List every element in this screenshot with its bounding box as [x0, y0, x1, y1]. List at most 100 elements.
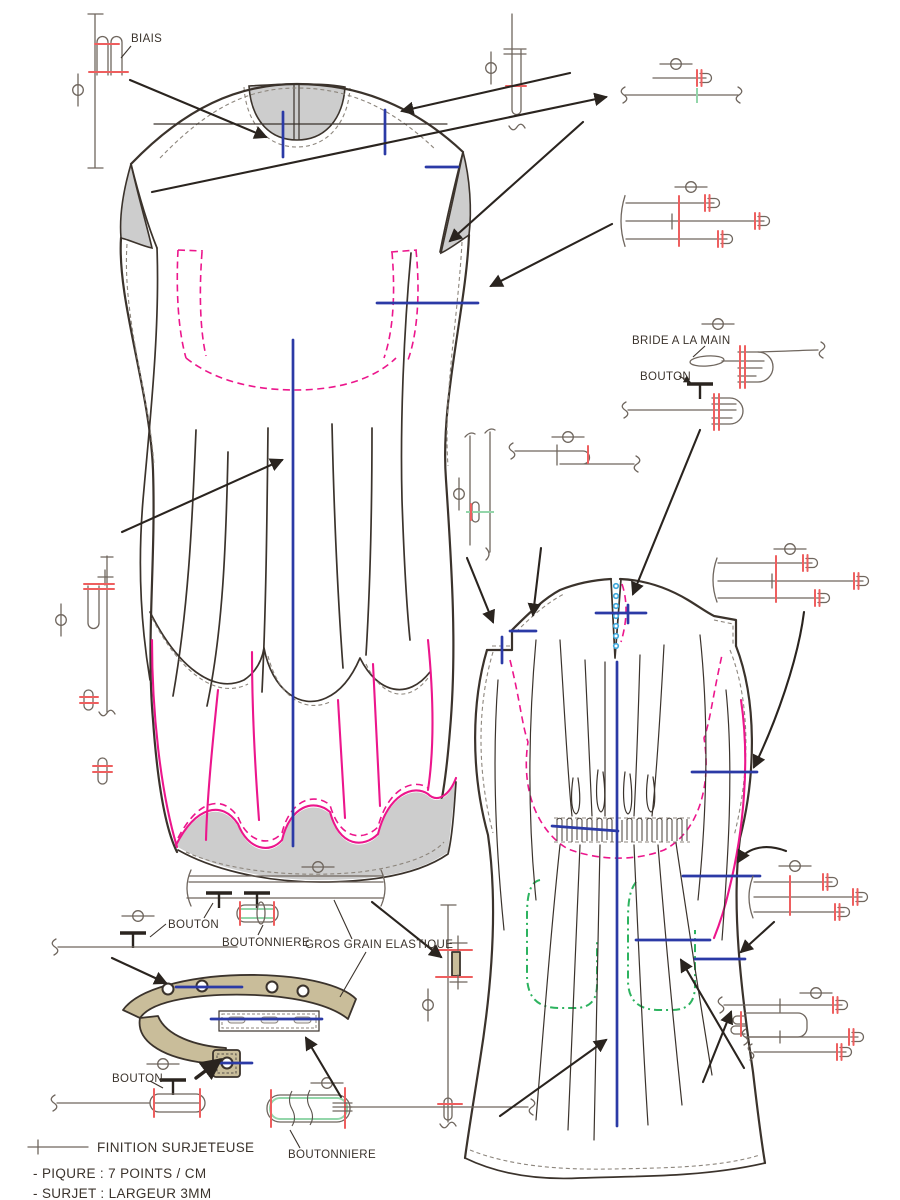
back-side-seam-right	[734, 644, 767, 1165]
tr2-hook-1	[704, 194, 721, 212]
r3-cut-symbol	[773, 543, 807, 555]
bride-thread-loop	[689, 355, 725, 367]
arrow-long-left	[150, 92, 609, 194]
r4-cut-symbol	[778, 860, 812, 872]
back-dress-view	[463, 577, 767, 1180]
label-bouton-belt: BOUTON	[112, 1073, 163, 1085]
r4-hook-3	[834, 903, 851, 921]
midv-cut-symbol	[453, 477, 465, 511]
label-bouton-grosgrain: BOUTON	[168, 919, 219, 931]
callout-arrows	[110, 71, 806, 1118]
back-slit-cyan-dots	[612, 582, 620, 650]
tr2-hook-3	[717, 230, 734, 248]
detail-mid-vertical	[453, 428, 496, 561]
front-notches-blue	[281, 108, 480, 305]
cvl-belt-loop-piece	[451, 951, 461, 977]
belt-keeper-patch-dashed	[221, 1013, 317, 1029]
arrow-to-back-left-corner	[465, 556, 495, 624]
r3-hook-1	[802, 554, 819, 572]
leader-grosgrain-to-belt	[339, 951, 367, 998]
front-neck-center-seam	[293, 84, 300, 140]
front-armhole-right	[439, 151, 464, 253]
top-center-fold	[511, 13, 522, 116]
r3-bracket	[712, 557, 718, 603]
top-center-break	[508, 123, 526, 131]
detail-mid-horizontal	[508, 431, 641, 473]
legend-piqure: - PIQURE : 7 POINTS / CM	[33, 1166, 206, 1181]
biais-guide-line	[87, 13, 104, 169]
front-top-dashed	[159, 87, 437, 159]
front-overlayer-hem-dashed	[151, 617, 429, 707]
legend-surjet: - SURJET : LARGEUR 3MM	[33, 1186, 211, 1200]
front-armhole-left	[130, 163, 158, 249]
cvl-break	[439, 1121, 457, 1129]
biais-loops	[96, 35, 123, 76]
r5-cut-symbol	[799, 987, 833, 999]
bh-break-marks	[288, 1089, 314, 1127]
leader-bride	[692, 345, 706, 358]
belt-drawing	[122, 974, 357, 1078]
front-lining-pink-folds	[150, 638, 434, 849]
midh-fold	[514, 450, 635, 465]
bride-hook-bottom	[627, 397, 744, 425]
arrow-r5-to-pocket	[679, 958, 746, 1070]
grosgrain-button-3	[118, 931, 148, 950]
detail-top-right-1	[620, 58, 743, 104]
grosgrain-leaders	[149, 899, 353, 940]
detail-top-right-2	[620, 181, 771, 248]
tr2-bracket	[620, 194, 626, 248]
annotation-labels: BIAIS BRIDE A LA MAIN BOUTON BOUTON BOUT…	[112, 33, 731, 1161]
back-side-seam-left	[463, 648, 495, 1160]
tr2-hook-2	[754, 212, 771, 230]
cvl-bottom-pill	[443, 1097, 453, 1121]
front-lining-pink-hem-dashed	[177, 783, 429, 842]
biais-red-marks	[88, 43, 129, 73]
detail-left-vertical	[55, 555, 116, 717]
bh-inner-lines	[332, 1102, 353, 1112]
boutonbelt-break	[50, 1094, 58, 1112]
tr2-lines	[625, 202, 757, 240]
biais-cut-symbol	[72, 73, 84, 107]
leftv-red-marks	[83, 583, 115, 590]
back-elastic-borders	[554, 817, 690, 843]
cvl-black-crosses	[449, 935, 468, 990]
arrow-to-back-center	[498, 1038, 608, 1118]
back-elastic-shirring	[556, 817, 688, 842]
detail-grosgrain	[51, 861, 386, 956]
label-bouton-bride: BOUTON	[640, 371, 691, 383]
detail-center-vertical-line	[422, 904, 473, 1129]
front-top-outline	[129, 82, 465, 166]
front-hem-dashed	[185, 841, 445, 875]
back-pocket-right	[627, 881, 696, 1011]
back-gather-lines-top	[529, 634, 707, 901]
front-fold-lines	[139, 247, 412, 707]
arrow-to-back-shoulder	[527, 546, 543, 618]
r4-bracket	[748, 875, 754, 919]
detail-right-5	[717, 987, 865, 1061]
tr2-cut-symbol	[674, 181, 708, 193]
grosgrain-button-1	[204, 891, 234, 910]
detail-right-3	[712, 543, 870, 607]
legend-block: FINITION SURJETEUSE - PIQURE : 7 POINTS …	[27, 1139, 254, 1200]
detail-left-loop	[92, 757, 113, 785]
front-dress-view	[119, 82, 480, 883]
bride-button-symbol	[685, 382, 715, 401]
arrow-r3-to-side	[752, 610, 806, 769]
grosgrain-button-2	[242, 891, 272, 910]
label-bride-a-la-main: BRIDE A LA MAIN	[632, 335, 731, 347]
back-pocket-left	[526, 879, 598, 1009]
tr1-cut-symbol	[659, 58, 693, 70]
boutonbelt-leader	[149, 1080, 164, 1089]
front-hem-shadow	[176, 780, 456, 880]
label-boutonniere-hem: BOUTONNIERE	[288, 1149, 376, 1161]
front-lining-pink-hem	[174, 776, 458, 849]
back-hem	[464, 1157, 766, 1180]
midh-break-l	[508, 442, 516, 460]
bride-red-ticks-bottom	[713, 393, 720, 431]
detail-biais	[72, 13, 132, 169]
back-notches-blue	[500, 603, 762, 961]
label-boutonniere-grosgrain: BOUTONNIERE	[222, 937, 310, 949]
arrow-to-belt	[110, 956, 168, 985]
